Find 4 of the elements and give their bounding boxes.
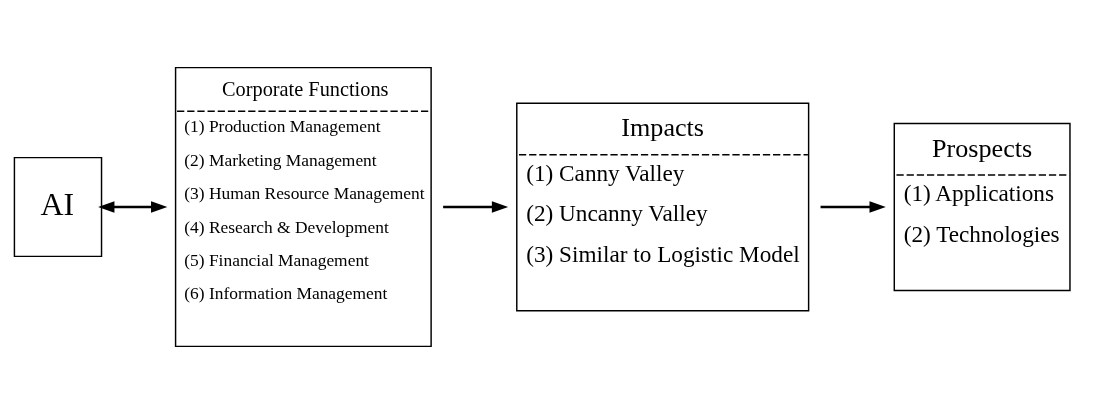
arrow [98, 201, 168, 213]
node-box: AI [13, 156, 103, 258]
arrow [820, 201, 886, 213]
arrow [443, 201, 509, 213]
